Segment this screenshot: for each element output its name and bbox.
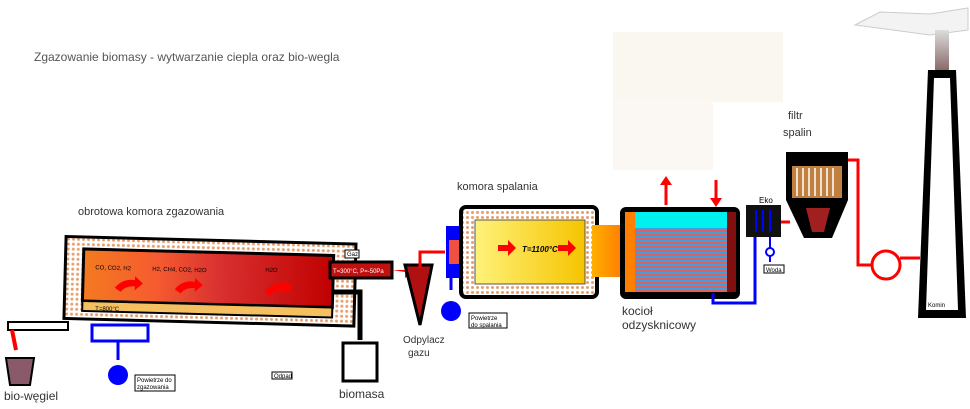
gas-parameters: T=300°C, P=-50Pa [333,269,384,275]
filter-hopper [806,208,830,232]
gasifier-label: obrotowa komora zgazowania [78,206,225,218]
water-label: Woda [766,268,782,274]
combustion-air-fan-icon [441,301,461,321]
air-combustion-tag [468,312,508,329]
air-box [90,323,150,343]
chimney-inner [926,78,958,310]
boiler-label: odzysknicowy [622,318,696,332]
gas-cyclone [403,263,434,326]
filter-bags [792,166,842,198]
air-gasification-tag [134,374,176,392]
gas-pipe [418,250,445,268]
tag-text: Powietrze [471,316,498,322]
feedwater-pipe [711,212,757,305]
filter-bags [796,168,834,196]
tag-text: do spalania [471,323,502,329]
flow-arrow [558,240,576,256]
steam-arrow [660,176,672,185]
tag-text: zgazowania [137,385,169,391]
gas-flow-arrow [114,276,143,292]
smoke-cloud [613,32,783,102]
zone-label: CO, CO2, H2 [95,265,131,272]
waste-tag [271,371,293,380]
zone-label: H2O [265,268,278,274]
gas-tag [344,249,360,259]
chimney-smoke [853,7,969,36]
gasification-air-fan-icon [108,365,128,385]
rotary-gasifier: CO, CO2, H2 H2, CH4, CO2, H2O H2O T=800°… [62,234,358,328]
boiler-wall [625,212,635,292]
chimney-smoke [935,30,949,70]
economizer-label: Eko [759,196,773,205]
filter-label: spalin [783,127,812,139]
boiler-label: kocioł [622,304,653,318]
water-arrow [710,198,722,207]
zone-label: H2, CH4, CO2, H2O [152,267,207,274]
combustion-temperature: T=1100°C [522,245,558,254]
biochar-bin [4,357,36,386]
transition-duct [592,225,624,277]
gas-flow-arrow [264,280,293,296]
flow-arrow [498,240,516,256]
biochar-label: bio-węgiel [4,389,58,403]
chimney-label: Komin [928,303,945,309]
biomass-label: biomasa [339,387,385,401]
flue-pipe [848,158,875,267]
water-tag [763,264,785,274]
biochar-flow [10,329,18,351]
filter-label: filtr [788,110,803,122]
biomass-hopper [341,341,379,383]
boiler-wall [727,212,736,292]
exhaust-fan-icon [870,249,902,281]
boiler-drum [635,212,727,228]
cyclone-label: Odpylacz [403,335,445,346]
gas-tag-label: Gaz [347,252,358,258]
combustion-zone [474,219,586,285]
biomass-feed-chute [332,289,363,340]
tag-text: Powietrze do [137,378,172,384]
combustion-chamber-label: komora spalania [457,181,539,193]
diagram-title: Zgazowanie biomasy - wytwarzanie ciepla … [34,50,340,64]
gasifier-temperature: T=800°C [95,306,120,313]
pump-icon [765,247,775,257]
waste-label: Odpad [274,374,292,380]
economizer-coil [755,210,771,232]
smoke-cloud [613,100,713,170]
gas-flow-arrow [174,277,203,294]
biochar-conveyor [7,321,69,331]
cyclone-label: gazu [408,348,430,359]
